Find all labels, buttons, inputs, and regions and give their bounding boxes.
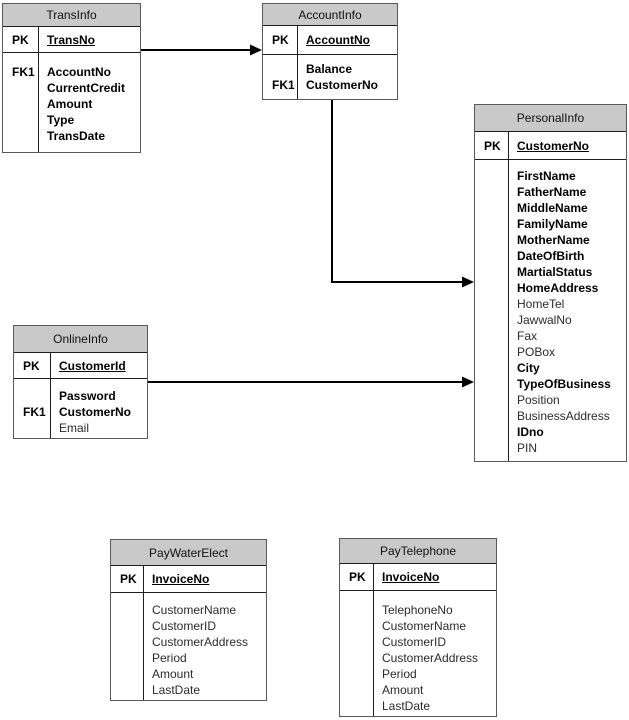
field-currentcredit: CurrentCredit: [47, 81, 126, 95]
field-customerid: CustomerID: [152, 619, 217, 633]
entity-onlineinfo-title: OnlineInfo: [14, 326, 147, 353]
field-lastdate: LastDate: [382, 699, 431, 713]
field-amount: Amount: [47, 97, 93, 111]
key-label-column: [475, 160, 509, 461]
fk-label: FK1: [272, 78, 295, 92]
field-email: Email: [59, 421, 90, 435]
connector-onlineinfo-to-personalinfo-arrow: [148, 376, 474, 388]
field-customerno: CustomerNo: [59, 405, 132, 419]
field-middlename: MiddleName: [517, 201, 588, 215]
pk-label: PK: [111, 566, 144, 592]
pk-field: InvoiceNo: [382, 570, 440, 584]
field-customeraddress: CustomerAddress: [152, 635, 249, 649]
pk-row: PK InvoiceNo: [340, 564, 496, 591]
pk-row: PK CustomerNo: [475, 132, 626, 160]
field-amount: Amount: [382, 683, 424, 697]
field-typeofbusiness: TypeOfBusiness: [517, 377, 611, 391]
field-balance: Balance: [306, 62, 353, 76]
entity-personalinfo-title: PersonalInfo: [475, 105, 626, 132]
pk-field: InvoiceNo: [152, 572, 210, 586]
field-businessaddress: BusinessAddress: [517, 409, 610, 423]
field-dateofbirth: DateOfBirth: [517, 249, 585, 263]
field-position: Position: [517, 393, 560, 407]
pk-label: PK: [263, 26, 298, 54]
field-accountno: AccountNo: [47, 65, 111, 79]
fk-label: [349, 602, 373, 618]
key-label-column: [111, 593, 144, 700]
field-homeaddress: HomeAddress: [517, 281, 599, 295]
pk-field: TransNo: [47, 32, 96, 47]
connector-accountinfo-to-personalinfo-arrow: [331, 100, 474, 288]
field-firstname: FirstName: [517, 169, 576, 183]
field-lastdate: LastDate: [152, 683, 201, 697]
field-hometel: HomeTel: [517, 297, 565, 311]
pk-field: AccountNo: [306, 33, 370, 47]
entity-paywaterelect-title: PayWaterElect: [111, 540, 266, 566]
field-city: City: [517, 361, 540, 375]
pk-row: PK TransNo: [3, 27, 140, 53]
fk-label: FK1: [12, 65, 35, 79]
pk-row: PK CustomerId: [14, 353, 147, 379]
pk-field: CustomerId: [59, 358, 126, 373]
pk-row: PK InvoiceNo: [111, 566, 266, 593]
field-customerno: CustomerNo: [306, 78, 379, 92]
connector-transinfo-to-accountinfo-arrow: [141, 44, 262, 56]
field-familyname: FamilyName: [517, 217, 588, 231]
field-amount: Amount: [152, 667, 194, 681]
field-customerid: CustomerID: [382, 635, 447, 649]
field-pobox: POBox: [517, 345, 556, 359]
field-customeraddress: CustomerAddress: [382, 651, 479, 665]
entity-paytelephone-title: PayTelephone: [340, 539, 496, 564]
entity-accountinfo-title: AccountInfo: [263, 4, 397, 26]
field-customername: CustomerName: [382, 619, 467, 633]
pk-row: PK AccountNo: [263, 26, 397, 55]
field-martialstatus: MartialStatus: [517, 265, 593, 279]
entity-transinfo-title: TransInfo: [3, 4, 140, 27]
field-mothername: MotherName: [517, 233, 590, 247]
key-label-column: [340, 591, 374, 716]
pk-label: PK: [340, 564, 374, 590]
field-period: Period: [152, 651, 187, 665]
pk-field: CustomerNo: [517, 138, 590, 153]
key-label-column: FK1: [263, 55, 298, 99]
field-jawwalno: JawwalNo: [517, 313, 572, 327]
field-fathername: FatherName: [517, 185, 587, 199]
field-telephoneno: TelephoneNo: [382, 603, 453, 617]
field-type: Type: [47, 113, 75, 127]
key-label-column: FK1: [3, 53, 39, 152]
field-idno: IDno: [517, 425, 544, 439]
field-password: Password: [59, 389, 116, 403]
pk-label: PK: [3, 27, 39, 52]
field-transdate: TransDate: [47, 129, 106, 143]
field-fax: Fax: [517, 329, 538, 343]
fk-label: FK1: [23, 405, 46, 419]
key-label-column: FK1: [14, 379, 51, 438]
pk-label: PK: [14, 353, 51, 378]
field-period: Period: [382, 667, 417, 681]
pk-label: PK: [475, 132, 509, 159]
field-customername: CustomerName: [152, 603, 237, 617]
fk-label: [120, 602, 143, 618]
fk-label: [484, 168, 508, 184]
field-pin: PIN: [517, 441, 538, 455]
